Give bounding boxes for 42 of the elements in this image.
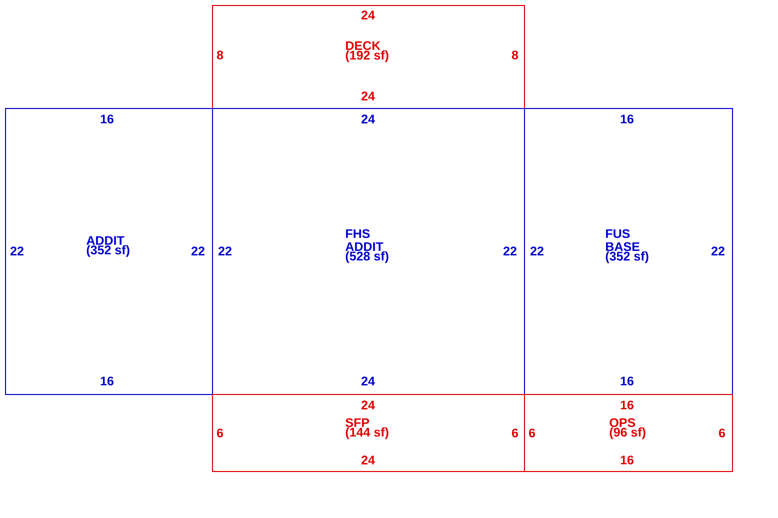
dimension-label: 22 [192,246,204,256]
room-outline [212,108,525,395]
dimension-label: 16 [620,400,634,410]
room-outline [524,108,733,395]
area-label: (352 sf) [606,251,648,264]
area-label: (144 sf) [346,427,388,440]
dimension-label: 6 [216,428,224,438]
room-name: FHS ADDIT [346,229,384,251]
dimension-label: 24 [362,456,375,464]
dimension-label: 8 [216,50,224,60]
dimension-label: 22 [530,246,544,256]
dimension-label: 16 [620,456,634,464]
dimension-label: 22 [10,246,24,256]
dimension-label: 8 [512,50,518,60]
dimension-label: 24 [362,114,375,124]
room-name: ADDIT [86,236,124,245]
room-outline [212,5,525,109]
dimension-label: 24 [362,376,375,386]
room-name: FUS BASE [606,229,640,252]
dimension-label: 24 [362,10,375,20]
room-name: SFP [346,418,370,428]
dimension-label: 6 [718,428,726,438]
area-label: (528 sf) [346,251,388,263]
dimension-label: 6 [528,428,536,438]
dimension-label: 6 [512,428,518,438]
dimension-label: 24 [362,92,375,100]
dimension-label: 24 [362,400,375,410]
dimension-label: 16 [100,376,114,386]
area-label: (192 sf) [346,50,388,62]
dimension-label: 22 [504,246,516,256]
room-outline [5,108,213,395]
area-label: (352 sf) [86,245,130,257]
room-name: DECK [346,41,380,50]
area-label: (96 sf) [610,427,646,440]
room-name: OPS [610,418,636,428]
room-outline [212,394,525,472]
dimension-label: 22 [712,246,724,256]
dimension-label: 16 [100,114,114,124]
dimension-label: 16 [620,114,634,124]
dimension-label: 22 [218,246,232,256]
dimension-label: 16 [620,376,634,386]
room-outline [524,394,733,472]
